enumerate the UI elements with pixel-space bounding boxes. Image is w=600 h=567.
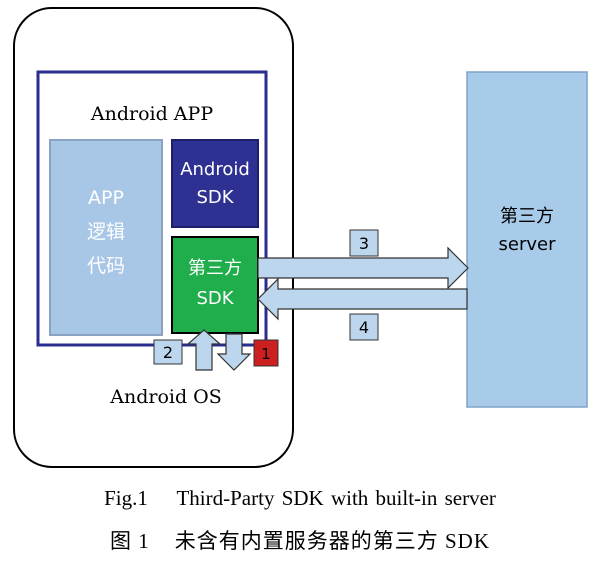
app-logic-line-3: 代码 (87, 255, 125, 277)
app-logic-line-2: 逻辑 (87, 221, 125, 243)
diagram-canvas: Android APP APP 逻辑 代码 Android SDK 第三方 SD… (13, 7, 588, 468)
third-party-sdk-box (171, 236, 259, 334)
android-sdk-box (171, 139, 259, 228)
third-party-server-box (466, 71, 588, 408)
arrow-to-server (257, 246, 469, 290)
figure-caption-chinese: 图 1 未含有内置服务器的第三方 SDK (109, 529, 490, 553)
app-logic-line-1: APP (88, 187, 124, 209)
app-logic-box (49, 139, 163, 336)
step-3-box (349, 229, 379, 257)
step-2-box (153, 339, 183, 365)
server-line-1: 第三方 (500, 206, 554, 227)
server-line-2: server (499, 234, 557, 255)
android-sdk-line-2: SDK (196, 187, 234, 208)
step-1-box (253, 339, 279, 367)
android-sdk-line-1: Android (180, 159, 250, 180)
down-arrow (216, 333, 252, 371)
third-party-sdk-line-2: SDK (196, 288, 234, 309)
step-3-label: 3 (359, 234, 369, 253)
third-party-sdk-line-1: 第三方 (188, 258, 242, 279)
step-4-label: 4 (359, 318, 369, 337)
figure-caption-english: Fig.1 Third-Party SDK with built-in serv… (104, 486, 496, 510)
step-1-label: 1 (261, 345, 271, 363)
step-2-label: 2 (163, 343, 173, 362)
android-os-label: Android OS (109, 386, 222, 408)
android-app-label: Android APP (90, 103, 213, 125)
up-arrow (186, 329, 222, 371)
step-4-box (349, 313, 379, 341)
arrow-from-server (257, 277, 468, 321)
